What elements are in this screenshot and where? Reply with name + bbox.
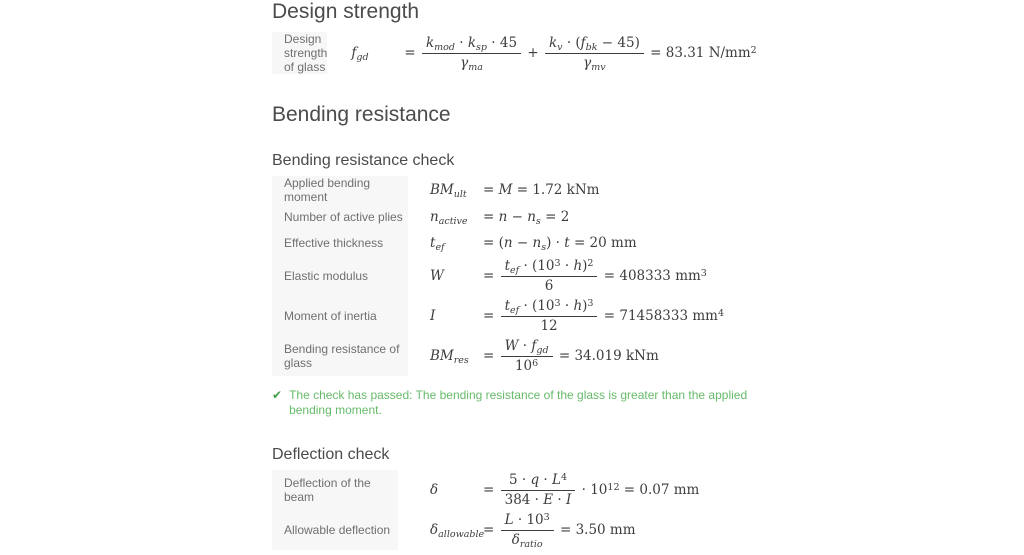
section-title-bending-resistance: Bending resistance bbox=[272, 103, 451, 126]
row-label: Allowable deflection bbox=[272, 510, 398, 550]
table-row: Design strength of glass fgd = kmod · ks… bbox=[272, 32, 757, 74]
table-row: Bending resistance of glass BMres = W · … bbox=[272, 336, 752, 376]
row-label: Deflection of the beam bbox=[272, 470, 398, 510]
check-passed-text: The check has passed: The bending resist… bbox=[289, 388, 748, 417]
table-row: Allowable deflection δallowable = L · 10… bbox=[272, 510, 752, 550]
section-title-design-strength: Design strength bbox=[272, 0, 420, 23]
row-label: Elastic modulus bbox=[272, 256, 408, 296]
formula-cell: = M = 1.72 kNm bbox=[483, 181, 600, 198]
symbol-cell: W bbox=[430, 267, 444, 284]
row-label: Applied bending moment bbox=[272, 176, 408, 204]
symbol-cell: δ bbox=[430, 481, 439, 498]
check-icon: ✔ bbox=[272, 388, 283, 402]
bending-resistance-table: Applied bending moment BMult = M = 1.72 … bbox=[272, 176, 752, 376]
subsection-title-deflection-check: Deflection check bbox=[272, 446, 390, 463]
row-label: Design strength of glass bbox=[272, 32, 328, 74]
subsection-title-bending-check: Bending resistance check bbox=[272, 152, 455, 169]
symbol-cell: BMres bbox=[430, 347, 469, 366]
table-row: Applied bending moment BMult = M = 1.72 … bbox=[272, 176, 752, 204]
symbol-cell: fgd bbox=[351, 44, 369, 63]
symbol-cell: I bbox=[430, 307, 436, 324]
symbol-cell: tef bbox=[430, 234, 445, 253]
row-label: Bending resistance of glass bbox=[272, 336, 408, 376]
table-row: Number of active plies nactive = n − ns … bbox=[272, 204, 752, 230]
formula-cell: = n − ns = 2 bbox=[483, 208, 570, 227]
row-label: Moment of inertia bbox=[272, 296, 408, 336]
symbol-cell: δallowable bbox=[430, 521, 485, 540]
table-row: Effective thickness tef = (n − ns) · t =… bbox=[272, 230, 752, 256]
row-label: Effective thickness bbox=[272, 230, 408, 256]
symbol-cell: nactive bbox=[430, 208, 468, 227]
row-label: Number of active plies bbox=[272, 204, 408, 230]
symbol-cell: BMult bbox=[430, 181, 467, 200]
design-strength-table: Design strength of glass fgd = kmod · ks… bbox=[272, 32, 757, 74]
formula-cell: = (n − ns) · t = 20 mm bbox=[483, 234, 637, 253]
check-passed-bending: ✔ The check has passed: The bending resi… bbox=[272, 388, 752, 418]
calculation-report: Design strength Design strength of glass… bbox=[272, 0, 757, 555]
